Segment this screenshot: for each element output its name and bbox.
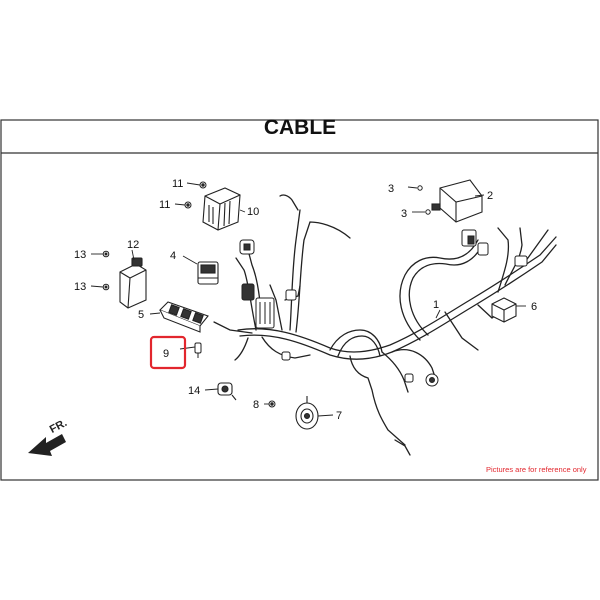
part-3-screws [417,185,431,215]
callout-9: 9 [163,348,169,360]
leader-lines [90,182,526,417]
callout-12: 12 [127,239,139,251]
harness-connector-cluster [239,229,528,387]
highlight-box [149,335,187,370]
callout-1: 1 [433,299,439,311]
callout-11-upper: 11 [172,178,183,190]
reference-note: Pictures are for reference only [486,465,587,474]
callout-13-upper: 13 [74,249,86,261]
diagram-title: CABLE [263,116,337,139]
callout-5: 5 [138,309,144,321]
callout-3-upper: 3 [388,183,394,195]
direction-label: FR. [48,417,69,436]
callout-8: 8 [253,399,259,411]
front-direction-arrow-icon [28,434,66,456]
part-7-horn [295,396,319,430]
part-13-screws [102,250,110,291]
part-6-connector [491,297,517,323]
part-12-ecu [119,257,147,309]
part-4-relay [197,261,219,285]
part-10-relay-box [202,187,241,231]
callout-13-lower: 13 [74,281,86,293]
callout-6: 6 [531,301,537,313]
part-5-fuse-box [159,301,209,333]
part-9-sensor [194,342,202,358]
callout-10: 10 [247,206,259,218]
part-8-bolt [268,400,276,408]
callout-14: 14 [188,385,200,397]
callout-4: 4 [170,250,176,262]
callout-2: 2 [487,190,493,202]
part-2-control-module [431,179,483,223]
callout-11-lower: 11 [159,199,170,211]
part-14-grommet [217,382,237,401]
callout-3-lower: 3 [401,208,407,220]
part-11-bolts [184,181,207,209]
callout-7: 7 [336,410,342,422]
